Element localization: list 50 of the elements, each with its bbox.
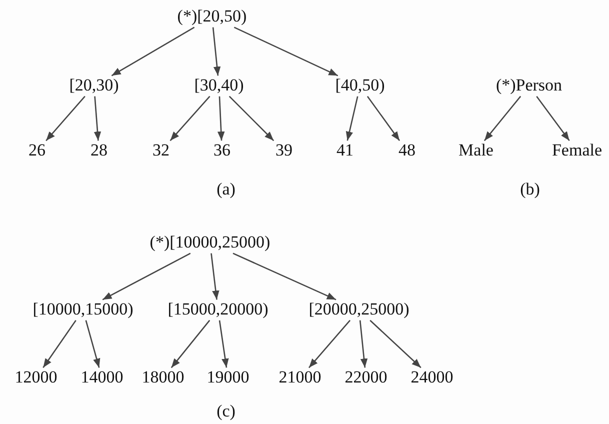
arrow [218, 320, 229, 368]
tree-node-label: 39 [274, 140, 294, 162]
subfigure-label: (c) [216, 402, 236, 422]
tree-node-label: [40,50) [333, 76, 387, 96]
arrow [170, 320, 210, 368]
tree-node-label: Male [456, 140, 496, 162]
tree-node-label: 48 [396, 140, 418, 162]
tree-node-label: Female [550, 140, 604, 162]
arrow [484, 96, 522, 142]
arrow [232, 252, 336, 300]
tree-node-label: 22000 [342, 368, 390, 388]
arrow [212, 27, 221, 76]
arrow [359, 320, 368, 368]
tree-node-label: (*)[20,50) [175, 6, 249, 28]
tree-node-label: 24000 [408, 368, 456, 388]
tree-node-label: 28 [88, 140, 110, 162]
arrow [46, 96, 86, 142]
tree-node-label: 14000 [78, 368, 126, 388]
tree-node-label: 21000 [276, 368, 324, 388]
arrow [94, 96, 102, 141]
arrow [42, 320, 76, 368]
arrow [111, 26, 195, 76]
arrow [170, 96, 210, 142]
tree-node-label: 32 [150, 140, 172, 162]
tree-node-label: [15000,20000) [166, 300, 270, 320]
tree-node-label: [20,30) [67, 76, 121, 96]
arrow [346, 96, 358, 141]
tree-node-label: 18000 [140, 368, 186, 388]
arrow [102, 252, 191, 300]
arrow [234, 26, 338, 76]
arrow [536, 96, 570, 142]
tree-node-label: (*)Person [494, 76, 564, 96]
arrow [308, 320, 351, 368]
arrow [366, 96, 400, 142]
tree-node-label: [20000,25000) [306, 300, 412, 320]
tree-node-label: 19000 [204, 368, 252, 388]
tree-node-label: 12000 [12, 368, 60, 388]
tree-node-label: [10000,15000) [30, 300, 136, 320]
tree-node-label: (*)[10000,25000) [148, 232, 272, 254]
subfigure-label: (b) [519, 180, 541, 200]
arrow [217, 96, 225, 141]
tree-node-label: 41 [334, 140, 356, 162]
arrow [210, 253, 220, 300]
subfigure-label: (a) [216, 180, 236, 200]
tree-node-label: 36 [212, 140, 232, 162]
arrow [85, 320, 100, 368]
tree-node-label: [30,40) [192, 76, 246, 96]
arrow [370, 320, 422, 368]
arrow [228, 96, 274, 142]
tree-node-label: 26 [26, 140, 48, 162]
